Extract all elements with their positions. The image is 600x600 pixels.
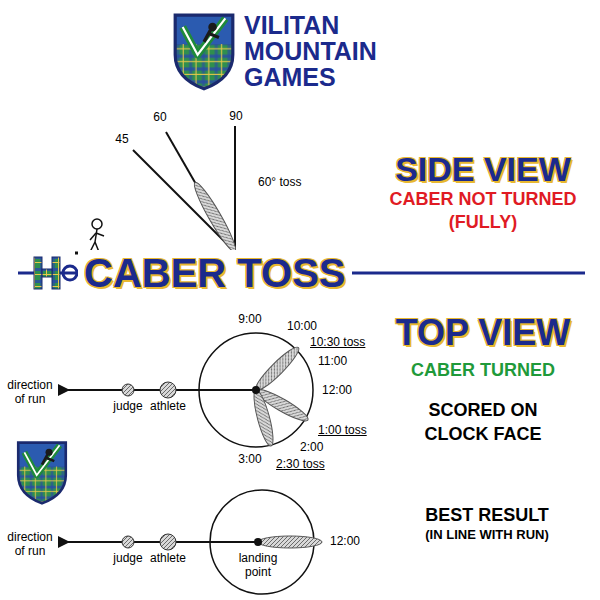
drawing-part (90, 233, 96, 240)
best-view (58, 490, 322, 594)
caber (250, 388, 277, 447)
athlete-label: athlete (150, 552, 186, 566)
arrow-head (58, 384, 70, 396)
angle-label: 60 (153, 111, 166, 125)
clock-label: 11:00 (318, 355, 347, 369)
caber (190, 179, 240, 254)
judge-marker (122, 536, 134, 548)
angle-line (234, 126, 236, 252)
toss-label: 1:00 toss (318, 424, 367, 438)
toss-label: 60° toss (258, 176, 302, 190)
logo-shield (18, 443, 66, 504)
section-note: CABER NOT TURNED (FULLY) (383, 188, 583, 234)
caber (258, 536, 322, 548)
caber (252, 343, 303, 394)
stick-figure (90, 219, 104, 252)
clock-label: 12:00 (330, 535, 360, 549)
clock-label: 12:00 (322, 384, 352, 398)
run-label: direction of run (4, 378, 56, 406)
band-title: CABER TOSS (78, 250, 352, 296)
judge-label: judge (113, 552, 142, 566)
top-view (58, 333, 313, 448)
toss-label: 2:30 toss (276, 458, 325, 472)
logo-shield (175, 15, 233, 89)
landing-dot (254, 538, 262, 546)
side-view (75, 126, 320, 255)
angle-label: 90 (229, 110, 242, 124)
clock-label: 9:00 (238, 313, 261, 327)
athlete-label: athlete (150, 400, 186, 414)
section-note: BEST RESULT (425, 505, 549, 526)
point-label: landing point (228, 551, 288, 579)
drawing-part (63, 266, 77, 280)
section-note: CABER TURNED (411, 360, 555, 381)
landing-dot (252, 386, 260, 394)
judge-label: judge (113, 400, 142, 414)
clock-label: 10:00 (287, 320, 317, 334)
run-label: direction of run (4, 530, 56, 558)
drawing-part (95, 229, 97, 242)
clock-label: 3:00 (238, 453, 261, 467)
toss-label: 10:30 toss (310, 336, 365, 350)
section-heading: SIDE VIEW (395, 150, 571, 189)
angle-label: 45 (115, 133, 128, 147)
arrow-head (58, 536, 70, 548)
drawing-part (92, 219, 102, 229)
logo-title: VILITAN MOUNTAIN GAMES (244, 12, 404, 90)
drawing-part (52, 257, 60, 289)
clock-label: 2:00 (300, 441, 323, 455)
judge-marker (122, 384, 134, 396)
athlete-marker (160, 382, 176, 398)
angle-line (133, 150, 235, 252)
section-heading: TOP VIEW (396, 312, 571, 353)
drawing-part (42, 269, 52, 277)
drawing-part (96, 233, 104, 236)
athlete-marker (160, 534, 176, 550)
section-note: (IN LINE WITH RUN) (425, 528, 548, 543)
section-note: SCORED ON CLOCK FACE (408, 398, 558, 446)
drawing-part (34, 257, 42, 289)
